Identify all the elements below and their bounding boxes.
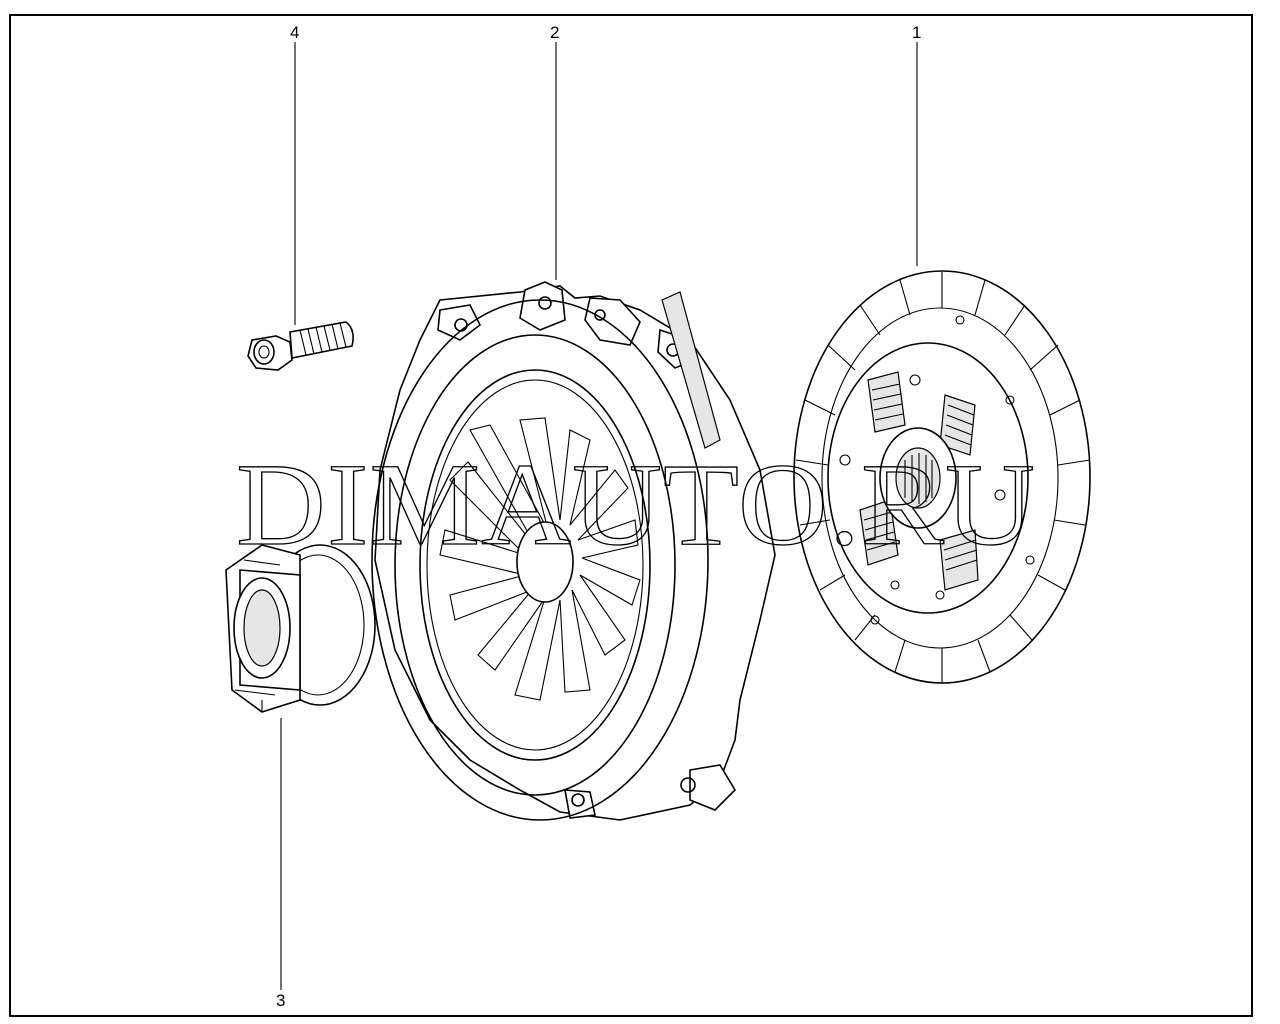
callout-2: 2 <box>550 23 559 42</box>
callout-1: 1 <box>912 23 921 42</box>
pressure-plate-part <box>371 42 776 821</box>
clutch-disc-part <box>793 42 1091 684</box>
watermark-text: DIMAUTO.RU <box>236 439 1036 570</box>
release-bearing-part <box>225 544 376 990</box>
bolt-part <box>247 321 354 371</box>
callout-3: 3 <box>276 991 285 1010</box>
callout-4: 4 <box>290 23 299 42</box>
